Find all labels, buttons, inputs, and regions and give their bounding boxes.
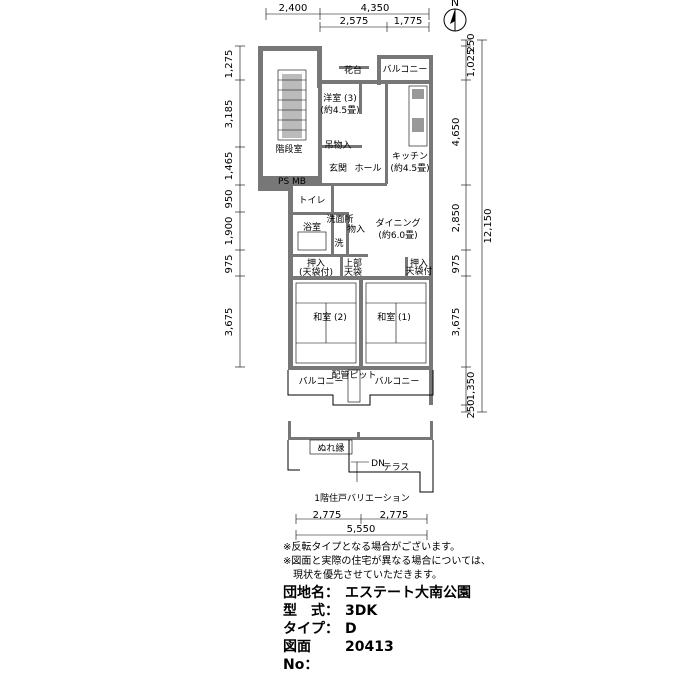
dim-bottom-b: 2,775 (380, 510, 409, 521)
dim-left-1465: 1,465 (224, 152, 235, 181)
label-variation: 1階住戸バリエーション (314, 492, 410, 504)
balcony-outline (287, 369, 434, 406)
stair (277, 69, 307, 141)
label-oshiire-right-sub: 天袋付 (405, 265, 432, 277)
dim-right-2850: 2,850 (451, 204, 462, 233)
label-kitchen: キッチン (392, 151, 428, 162)
label-balcony-right: バルコニー (375, 376, 420, 387)
info-kata-value: 3DK (345, 603, 378, 619)
dim-bottom-total: 5,550 (347, 524, 376, 535)
info-danchi-label: 団地名： (283, 585, 339, 601)
dim-right-1350: 1,350 (466, 372, 477, 401)
info-danchi: 団地名： エステート大南公園 (283, 584, 693, 602)
dim-top-4350: 4,350 (361, 3, 390, 14)
top-dimensions: 2,400 4,350 2,575 1,775 (265, 3, 430, 32)
label-balcony-left: バルコニー (299, 376, 344, 387)
north-compass: N (443, 0, 467, 32)
dim-right-4650: 4,650 (451, 118, 462, 147)
bathtub (297, 231, 327, 251)
label-youshitsu-size: (約4.5畳) (320, 104, 359, 116)
dim-right-12150: 12,150 (483, 209, 494, 244)
info-type-label: タイプ： (283, 621, 339, 637)
label-washitsu1: 和室 (1) (377, 311, 411, 323)
info-kata: 型 式： 3DK (283, 602, 693, 620)
label-psmb: PS MB (278, 177, 306, 187)
info-type-value: D (345, 621, 357, 637)
label-nureen: ぬれ縁 (317, 442, 344, 454)
label-oshiire-left: 押入 (307, 257, 325, 269)
bottom-dimensions: 2,775 2,775 5,550 (295, 510, 428, 540)
right-dimensions: 250 1,025 4,650 2,850 975 3,675 1,350 25… (451, 33, 494, 418)
dim-top-2575: 2,575 (340, 16, 369, 27)
kitchen-counter (408, 85, 428, 147)
dim-left-3675: 3,675 (224, 308, 235, 337)
dim-right-250-top: 250 (466, 33, 477, 52)
dim-left-1275: 1,275 (224, 50, 235, 79)
info-kata-label: 型 式： (283, 603, 339, 619)
label-oshiire-left-sub: (天袋付) (299, 266, 333, 278)
label-hall: ホール (354, 163, 381, 174)
note-line-2: ※図面と実際の住宅が異なる場合については、 (283, 556, 491, 567)
label-washitsu2: 和室 (2) (313, 311, 347, 323)
walls (258, 46, 433, 405)
dim-right-1025: 1,025 (466, 49, 477, 78)
dim-left-1900: 1,900 (224, 217, 235, 246)
info-type: タイプ： D (283, 620, 693, 638)
left-dimensions: 1,275 3,185 1,465 950 1,900 975 3,675 (224, 45, 245, 368)
dim-right-3675: 3,675 (451, 308, 462, 337)
note-line-1: ※反転タイプとなる場合がございます。 (283, 542, 461, 553)
dim-left-3185: 3,185 (224, 100, 235, 129)
dim-top-2400: 2,400 (279, 3, 308, 14)
dim-top-1775: 1,775 (394, 16, 423, 27)
dim-right-250-bottom: 250 (466, 399, 477, 418)
label-kitchen-size: (約4.5畳) (390, 162, 429, 174)
tatami (295, 282, 427, 364)
property-info: 団地名： エステート大南公園 型 式： 3DK タイプ： D 図面No： 204… (283, 584, 693, 674)
label-monoire: 物入 (347, 223, 365, 235)
dim-right-975: 975 (451, 254, 462, 273)
label-oshiire-right: 押入 (410, 257, 428, 269)
info-zumen: 図面No： 20413 (283, 638, 693, 674)
label-youshitsu: 洋室 (3) (323, 92, 357, 104)
label-dining-size: (約6.0畳) (378, 229, 417, 241)
label-terrace: テラス (383, 462, 410, 473)
compass-north-label: N (451, 0, 459, 9)
label-toilet: トイレ (298, 196, 325, 206)
label-dining: ダイニング (375, 217, 420, 229)
room-labels: 洋室 (3) (約4.5畳) 吊物入 玄関 ホール 階段室 PS MB キッチン… (275, 64, 432, 387)
dim-bottom-a: 2,775 (313, 510, 342, 521)
notes: ※反転タイプとなる場合がございます。 ※図面と実際の住宅が異なる場合については、… (283, 541, 693, 583)
label-haikan: 配管ピット (331, 369, 376, 381)
label-yokushitsu: 浴室 (303, 221, 321, 233)
label-joubu: 上部 (344, 257, 362, 269)
label-dn: DN (371, 459, 385, 469)
dim-left-975: 975 (224, 254, 235, 273)
info-zumen-label: 図面No： (283, 639, 319, 673)
label-balcony-top: バルコニー (383, 64, 428, 75)
label-tsurimono: 吊物入 (324, 139, 351, 151)
label-senmen: 洗面所 (326, 213, 353, 225)
note-line-3: 現状を優先させていただきます。 (283, 570, 442, 581)
label-kaso: 花台 (344, 64, 362, 76)
floor-plan: 2,400 4,350 2,575 1,775 N 1,275 3,185 1,… (224, 0, 494, 540)
label-kaidanshitsu: 階段室 (275, 143, 302, 155)
label-joubu-sub: 天袋 (344, 266, 362, 278)
dim-left-950: 950 (224, 189, 235, 208)
variation-plan: ぬれ縁 DN テラス 1階住戸バリエーション (287, 421, 434, 504)
label-genkan: 玄関 (329, 162, 347, 174)
info-zumen-value: 20413 (345, 639, 394, 655)
info-danchi-value: エステート大南公園 (345, 585, 471, 601)
label-sen: 洗 (334, 237, 343, 249)
